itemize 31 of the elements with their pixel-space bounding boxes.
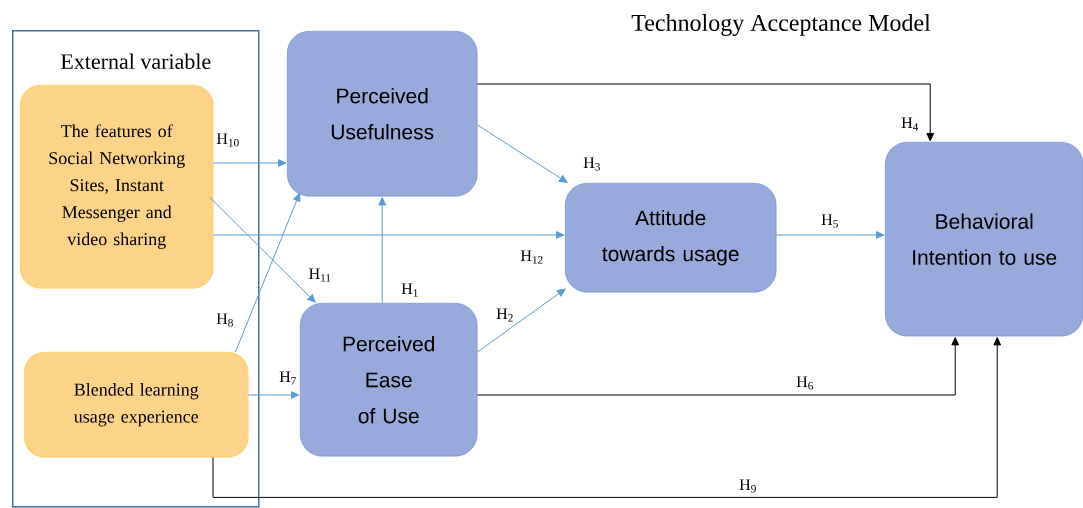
edge-label: H$_{11}$: [307, 267, 333, 283]
arrow: [234, 193, 301, 353]
edge-label: H$_{1}$: [400, 282, 420, 298]
arrow: [476, 288, 566, 353]
arrow: [378, 197, 387, 304]
arrow: [212, 159, 287, 167]
title: Technology Acceptance Model: [631, 14, 931, 36]
arrow: [212, 231, 565, 239]
edge-label: H$_{2}$: [495, 307, 515, 323]
edge-label: H$_{8}$: [215, 312, 235, 328]
construct-box: Perceived Usefulness: [287, 31, 478, 197]
arrow: [208, 196, 316, 303]
construct-box: Behavioral Intention to use: [885, 142, 1083, 337]
arrow: [476, 337, 960, 396]
variable-box: Blended learning usage experience: [24, 352, 249, 458]
arrow: [247, 391, 300, 399]
edge-label: H$_{9}$: [738, 478, 758, 494]
arrow: [775, 231, 885, 239]
edge-label: H$_{10}$: [215, 132, 241, 148]
edge-label: H$_{5}$: [820, 213, 840, 229]
edge-label: H$_{4}$: [900, 116, 920, 132]
edge-label: H$_{6}$: [795, 375, 815, 391]
variable-box: The features of Social Networking Sites, Instant Messenger and video sharing: [20, 85, 214, 289]
arrow: [476, 83, 935, 142]
construct-box: Attitude towards usage: [565, 183, 777, 293]
edge-label: H$_{7}$: [278, 370, 298, 386]
construct-box: Perceived Ease of Use: [300, 303, 478, 457]
edge-label: H$_{12}$: [519, 249, 545, 265]
edge-label: H$_{3}$: [582, 156, 602, 172]
arrow: [476, 124, 568, 183]
arrow: [212, 337, 1002, 498]
